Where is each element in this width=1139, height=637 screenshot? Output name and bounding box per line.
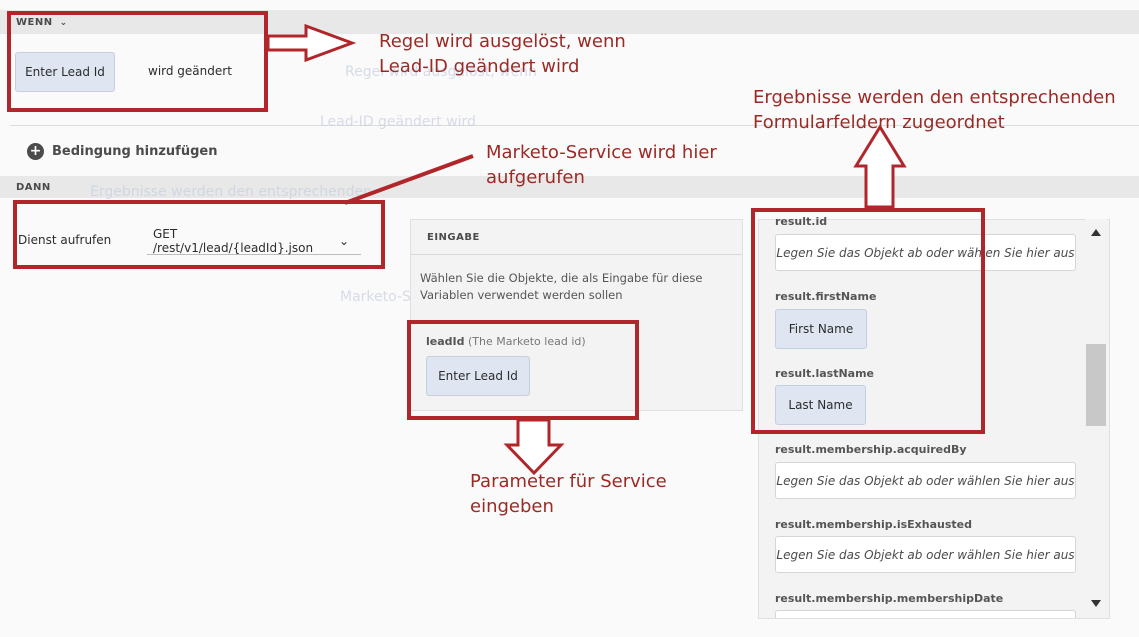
service-select-value: GET /rest/v1/lead/{leadId}.json bbox=[153, 227, 314, 255]
arrow-right-icon bbox=[266, 23, 357, 63]
output-field-label: result.membership.membershipDate bbox=[775, 592, 1004, 605]
divider bbox=[10, 125, 1139, 126]
output-field-label: result.lastName bbox=[775, 367, 875, 380]
annotation-box-service bbox=[13, 200, 385, 269]
scroll-up-icon[interactable] bbox=[1091, 229, 1101, 236]
param-name: leadId bbox=[426, 335, 465, 348]
add-condition-label: Bedingung hinzufügen bbox=[52, 144, 218, 159]
when-header-label: WENN bbox=[16, 17, 53, 28]
output-drop-zone[interactable]: Legen Sie das Objekt ab oder wählen Sie … bbox=[775, 536, 1076, 573]
param-desc: (The Marketo lead id) bbox=[468, 335, 586, 348]
note-results: Ergebnisse werden den entsprechenden For… bbox=[753, 87, 1116, 133]
input-panel-title: EINGABE bbox=[427, 232, 480, 243]
output-drop-zone[interactable] bbox=[775, 610, 1076, 618]
when-condition[interactable]: wird geändert bbox=[148, 64, 232, 78]
then-header: DANN bbox=[16, 182, 51, 193]
param-token[interactable]: Enter Lead Id bbox=[426, 356, 530, 396]
ghost-text: Ergebnisse werden den entsprechenden bbox=[90, 184, 373, 200]
then-action[interactable]: Dienst aufrufen bbox=[18, 233, 112, 247]
note-service: Marketo-Service wird hier aufgerufen bbox=[486, 142, 717, 188]
input-panel-description: Wählen Sie die Objekte, die als Eingabe … bbox=[420, 271, 703, 302]
annotation-box-params bbox=[407, 320, 639, 420]
note-params: Parameter für Service eingeben bbox=[470, 471, 667, 517]
scroll-down-icon[interactable] bbox=[1091, 600, 1101, 607]
output-field-label: result.id bbox=[775, 215, 828, 228]
output-field-label: result.firstName bbox=[775, 290, 877, 303]
add-condition-button[interactable]: + Bedingung hinzufügen bbox=[27, 143, 217, 160]
note-trigger: Regel wird ausgelöst, wenn Lead-ID geänd… bbox=[379, 31, 626, 77]
scrollbar[interactable] bbox=[1085, 219, 1107, 617]
annotation-box-results bbox=[751, 208, 985, 434]
output-drop-zone[interactable]: Legen Sie das Objekt ab oder wählen Sie … bbox=[775, 462, 1076, 499]
pointer-line bbox=[344, 154, 474, 205]
output-field-label: result.membership.isExhausted bbox=[775, 518, 972, 531]
scrollbar-thumb[interactable] bbox=[1086, 344, 1106, 426]
annotation-box-trigger bbox=[7, 11, 268, 112]
when-token[interactable]: Enter Lead Id bbox=[15, 52, 115, 92]
output-drop-zone[interactable]: Legen Sie das Objekt ab oder wählen Sie … bbox=[775, 234, 1076, 271]
plus-circle-icon: + bbox=[27, 143, 44, 160]
chevron-down-icon: ⌄ bbox=[338, 234, 349, 248]
output-token[interactable]: Last Name bbox=[775, 385, 866, 425]
then-header-bar bbox=[0, 176, 1139, 198]
param-label: leadId (The Marketo lead id) bbox=[426, 335, 586, 348]
ghost-text: Lead-ID geändert wird bbox=[320, 114, 476, 130]
arrow-up-icon bbox=[853, 124, 907, 209]
when-header[interactable]: WENN ⌄ bbox=[16, 17, 68, 28]
arrow-down-icon bbox=[503, 418, 565, 476]
ghost-text: Regel wird ausgelöst, wenn bbox=[345, 64, 537, 80]
service-select[interactable]: GET /rest/v1/lead/{leadId}.json ⌄ bbox=[147, 227, 361, 255]
output-token[interactable]: First Name bbox=[775, 309, 867, 349]
chevron-down-icon: ⌄ bbox=[59, 18, 68, 28]
output-field-label: result.membership.acquiredBy bbox=[775, 443, 967, 456]
